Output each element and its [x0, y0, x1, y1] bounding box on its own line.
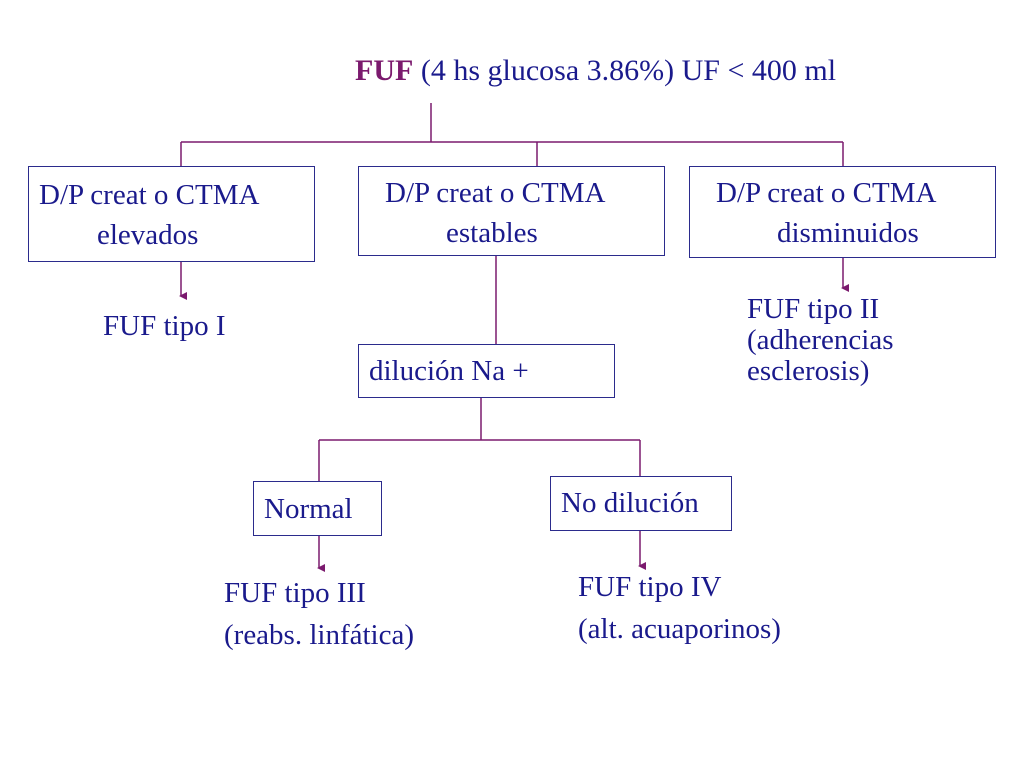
box-estables: D/P creat o CTMA estables	[358, 166, 665, 256]
box-no-dilucion: No dilución	[550, 476, 732, 531]
result-tipo3-line1: FUF tipo III	[224, 577, 366, 609]
box-disminuidos-line1: D/P creat o CTMA	[716, 177, 937, 209]
result-tipo1-line1: FUF tipo I	[103, 310, 226, 342]
box-estables-line2: estables	[446, 217, 538, 249]
result-tipo2-line1: FUF tipo II	[747, 293, 880, 325]
result-tipo3: FUF tipo III (reabs. linfática)	[224, 572, 414, 656]
box-elevados-line2: elevados	[97, 219, 199, 251]
box-elevados: D/P creat o CTMA elevados	[28, 166, 315, 262]
result-tipo2-line2: (adherencias	[747, 324, 894, 356]
box-dilucion: dilución Na +	[358, 344, 615, 398]
box-normal: Normal	[253, 481, 382, 536]
title-text: (4 hs glucosa 3.86%) UF < 400 ml	[413, 54, 837, 87]
box-estables-line1: D/P creat o CTMA	[385, 177, 606, 209]
result-tipo4: FUF tipo IV (alt. acuaporinos)	[578, 566, 781, 650]
diagram-title: FUF (4 hs glucosa 3.86%) UF < 400 ml	[355, 56, 836, 86]
result-tipo4-line1: FUF tipo IV	[578, 571, 722, 603]
result-tipo4-line2: (alt. acuaporinos)	[578, 613, 781, 645]
box-no-dilucion-label: No dilución	[561, 487, 699, 519]
title-emphasis: FUF	[355, 54, 414, 87]
result-tipo1: FUF tipo I	[103, 310, 225, 342]
box-elevados-line1: D/P creat o CTMA	[39, 179, 260, 211]
box-normal-label: Normal	[264, 493, 353, 525]
box-dilucion-label: dilución Na +	[369, 355, 529, 387]
result-tipo2-line3: esclerosis)	[747, 355, 870, 387]
result-tipo3-line2: (reabs. linfática)	[224, 619, 415, 651]
result-tipo2: FUF tipo II (adherencias esclerosis)	[747, 294, 894, 387]
box-disminuidos: D/P creat o CTMA disminuidos	[689, 166, 996, 258]
box-disminuidos-line2: disminuidos	[777, 217, 919, 249]
